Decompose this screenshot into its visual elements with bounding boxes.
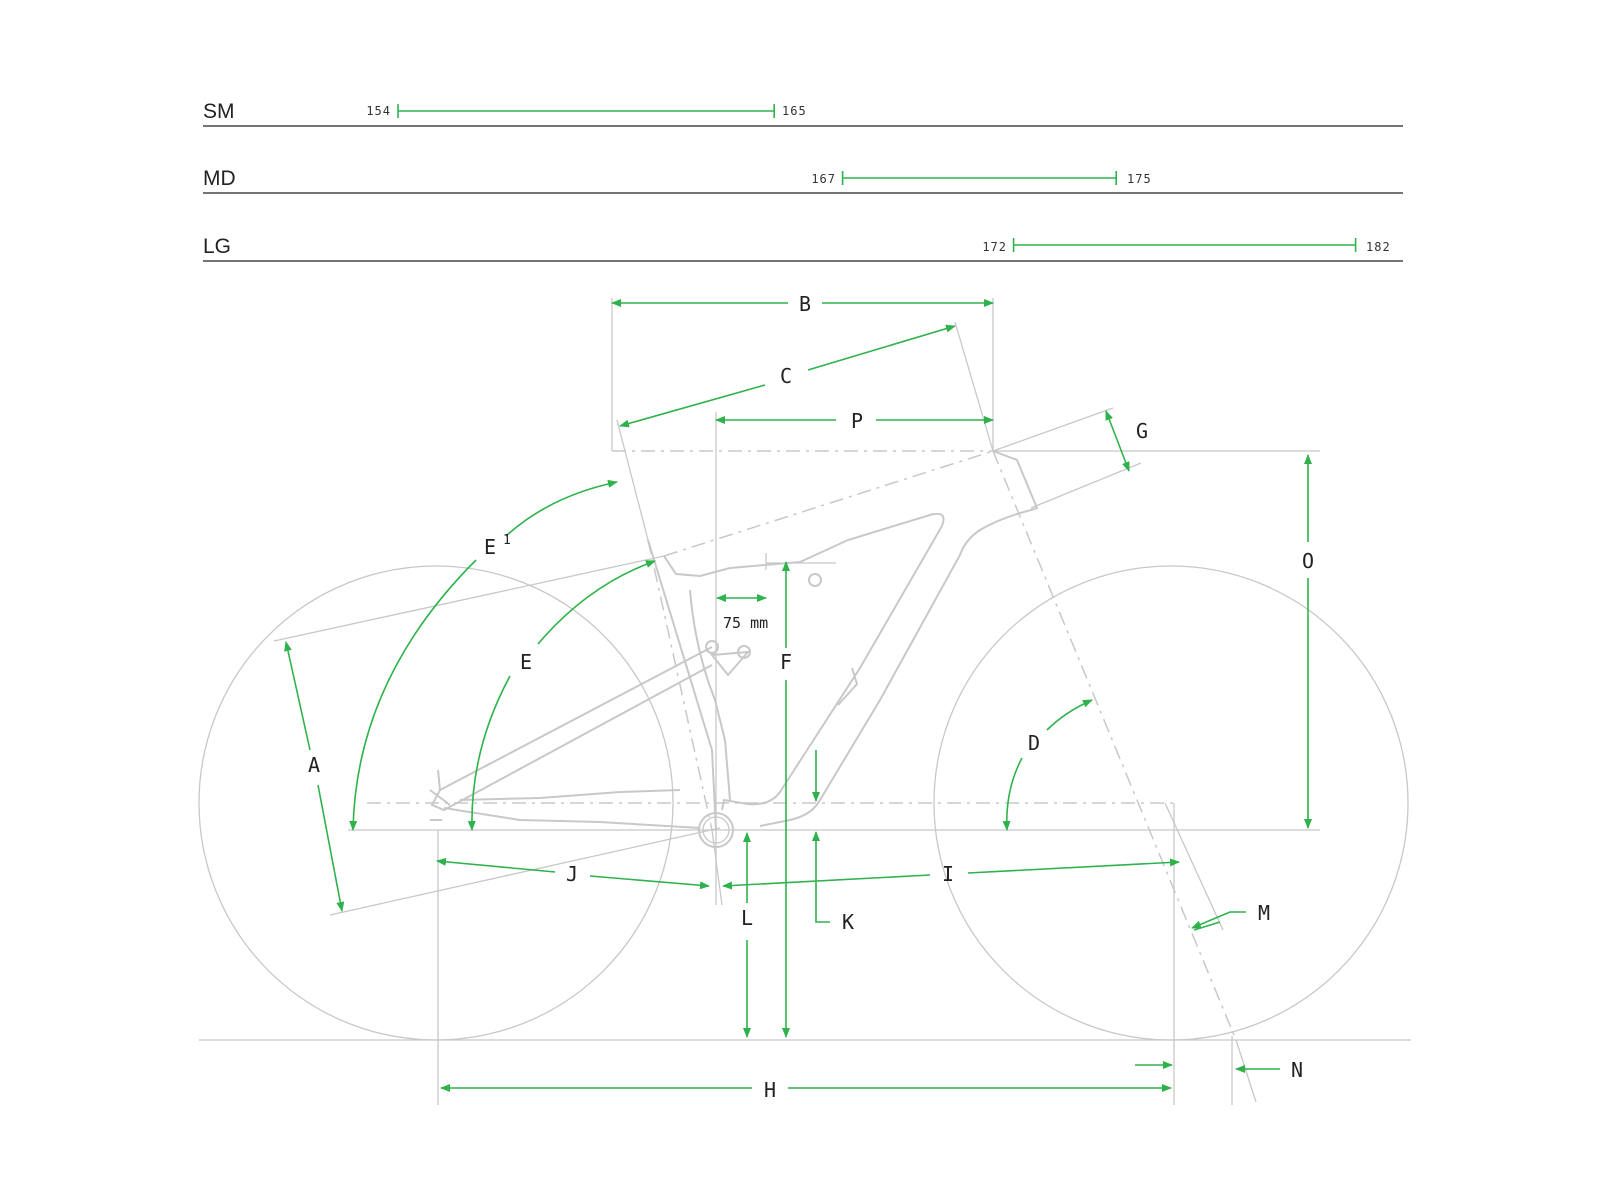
range-min-md: 167 [811, 172, 836, 186]
stem-top [992, 407, 1114, 452]
seat-stay [430, 646, 713, 812]
pivot-upper [705, 640, 719, 654]
dim-j-right [589, 875, 710, 890]
dim-a-bottom [317, 784, 345, 912]
bottom-bracket-inner [702, 816, 730, 844]
dim-j-left [436, 857, 556, 873]
dim-i-right [967, 858, 1180, 874]
label-h: H [764, 1078, 776, 1102]
dim-e-lower [467, 675, 511, 831]
range-min-sm: 154 [366, 104, 391, 118]
range-max-lg: 182 [1366, 240, 1391, 254]
label-e1: E [484, 535, 496, 559]
effective-top-tube [663, 451, 991, 557]
steering-axis-bottom [1235, 1039, 1257, 1103]
steering-axis-top [954, 321, 994, 452]
seat-tube-top [616, 419, 649, 541]
dim-k [812, 831, 830, 923]
label-i: I [942, 862, 954, 886]
dim-m-a [1191, 911, 1246, 929]
range-min-lg: 172 [982, 240, 1007, 254]
label-e1-superscript: 1 [503, 533, 511, 548]
seat-tube [647, 539, 717, 831]
rocker-link [710, 650, 751, 677]
stem-bottom [1030, 462, 1142, 509]
label-e: E [520, 650, 532, 674]
label-g: G [1136, 419, 1148, 443]
steering-axis [992, 450, 1237, 1041]
label-c: C [780, 364, 792, 388]
dimension-labels: B C P G O E 1 E 75 mm F A D J I L K M N … [308, 292, 1314, 1102]
label-f: F [780, 650, 792, 674]
dropout [429, 769, 451, 821]
dim-e1-lower [349, 559, 477, 831]
pivot-rocker [737, 645, 751, 659]
label-n: N [1291, 1058, 1303, 1082]
dim-g [1105, 410, 1130, 472]
size-label-md: MD [203, 167, 236, 190]
label-j: J [566, 862, 578, 886]
pivot-shock [808, 573, 822, 587]
seat-tube-axis [647, 539, 713, 831]
seat-stay-curve [689, 589, 731, 801]
chain-stay-upper [459, 789, 681, 801]
bike-outline [198, 298, 1411, 1105]
dim-e1-upper [505, 479, 618, 537]
label-m: M [1258, 901, 1270, 925]
bottom-bracket [698, 812, 734, 848]
dim-c-right [807, 324, 956, 371]
seat-tube-bottom [711, 829, 723, 906]
dim-d-lower [1002, 757, 1023, 831]
label-o: O [1302, 549, 1314, 573]
saddle-line [273, 555, 665, 642]
dim-e-upper [537, 560, 656, 645]
dim-m-b [1193, 921, 1221, 931]
label-a: A [308, 753, 320, 777]
dim-i-left [722, 874, 931, 890]
cable-guide [837, 667, 859, 706]
dimension-arrows [284, 299, 1312, 1092]
label-k: K [842, 910, 854, 934]
label-d: D [1028, 731, 1040, 755]
label-b: B [799, 292, 811, 316]
dim-a-top [284, 641, 311, 751]
down-tube [759, 450, 1039, 827]
label-l: L [741, 906, 753, 930]
label-p: P [851, 409, 863, 433]
range-max-sm: 165 [782, 104, 807, 118]
size-label-lg: LG [203, 235, 231, 258]
size-label-sm: SM [203, 100, 235, 123]
range-max-md: 175 [1127, 172, 1152, 186]
chain-stay [443, 807, 701, 829]
top-tube [663, 512, 945, 811]
dim-d-upper [1046, 699, 1093, 731]
dim-c-left [619, 384, 766, 428]
size-chart: SM MD LG 154 165 167 175 172 182 [203, 100, 1403, 262]
label-offset-note: 75 mm [723, 614, 768, 632]
fork-leg [1164, 802, 1224, 931]
lower-ref-line [329, 827, 721, 916]
